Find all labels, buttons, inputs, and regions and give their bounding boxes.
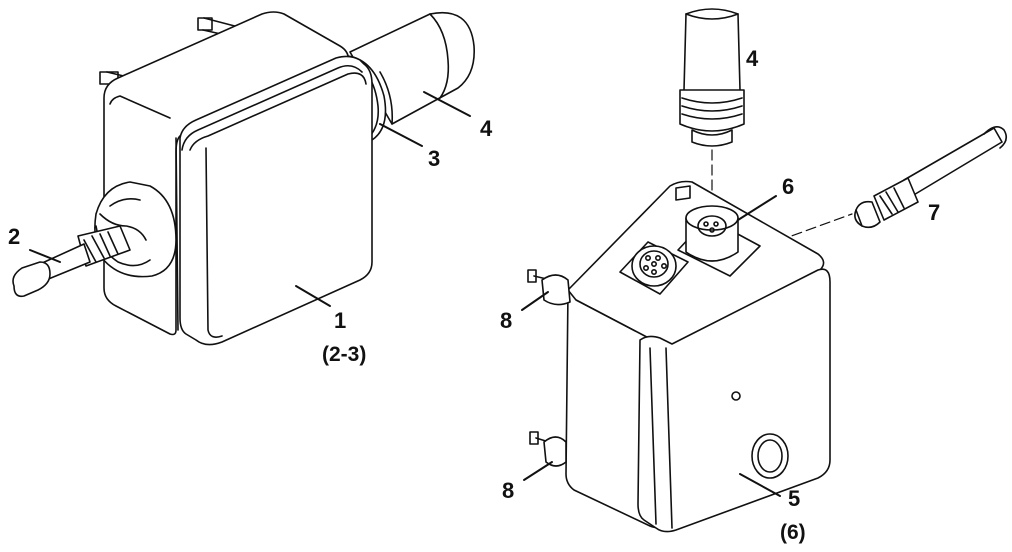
callout-3: 3 [428,146,441,171]
leader-2 [29,249,61,263]
callout-2: 2 [8,224,21,249]
callout-1-sub: (2-3) [322,343,367,366]
right-connector-socket-left [619,241,689,295]
left-assembly [12,11,475,346]
callout-1: 1 [334,308,347,333]
right-assembly [521,8,1008,533]
leader-4-left [423,91,471,117]
leader-8-lower [523,461,553,481]
right-leader-lines [521,195,781,497]
leader-1 [295,285,331,307]
right-connector-part-6 [675,185,761,277]
left-joystick-part-2 [12,181,177,298]
callout-6: 6 [782,174,795,199]
leader-8-upper [521,291,549,311]
right-lamp-cap-part-4 [679,8,745,211]
left-leader-lines [29,91,471,307]
callout-4-left: 4 [480,116,493,141]
left-box-front [175,55,373,346]
leader-6 [737,195,777,221]
callout-5-sub: (6) [780,521,806,544]
right-rod-part-7 [763,126,1008,247]
callout-4-right: 4 [746,46,759,71]
leader-5 [739,473,781,497]
right-pins-part-8 [527,269,571,467]
leader-3 [379,123,423,147]
right-box-front [637,268,831,533]
callout-7: 7 [928,200,941,225]
callout-8-upper: 8 [500,308,513,333]
callout-8-lower: 8 [502,478,515,503]
callout-5: 5 [788,486,801,511]
